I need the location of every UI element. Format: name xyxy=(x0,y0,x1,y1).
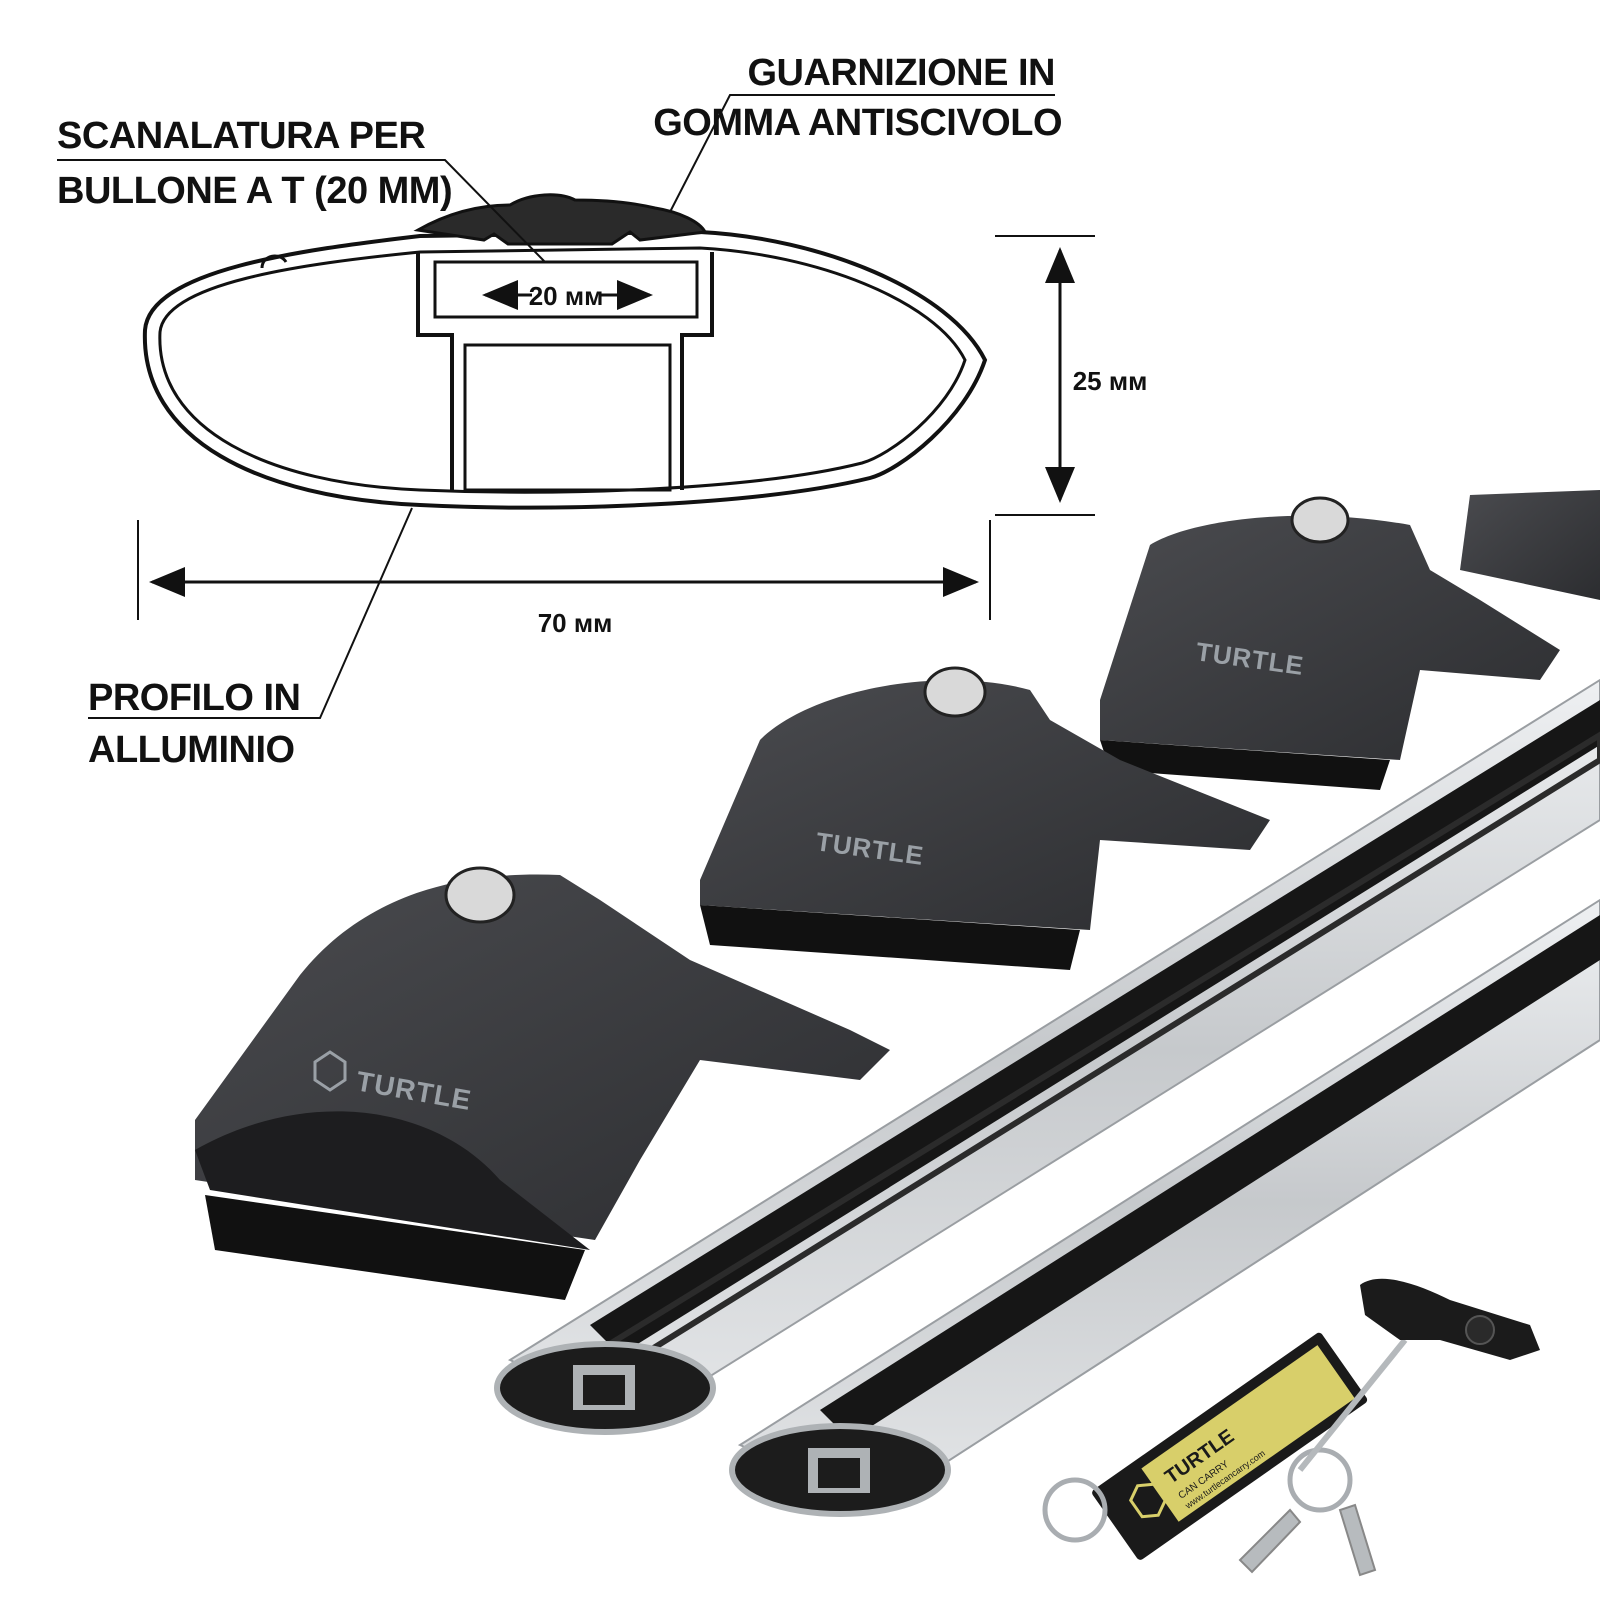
roof-foot-1: TURTLE xyxy=(195,866,890,1300)
callout-profile-line1: PROFILO IN xyxy=(88,677,300,719)
roof-foot-4 xyxy=(1460,490,1600,600)
profile-outer-outline xyxy=(142,229,988,510)
turtle-logo-icon xyxy=(313,1050,347,1092)
key-icon-1 xyxy=(1238,1508,1302,1574)
callout-gasket-line2: GOMMA ANTISCIVOLO xyxy=(653,102,1062,144)
key-tag: TURTLE CAN CARRY www.turtlecancarry.com xyxy=(1092,1332,1368,1560)
callout-gasket: GUARNIZIONE IN GOMMA ANTISCIVOLO xyxy=(653,52,1063,213)
dim-height-label: 25 мм xyxy=(1073,366,1148,396)
callout-t-slot-line1: SCANALATURA PER xyxy=(57,115,425,157)
aluminium-bar-1 xyxy=(494,678,1600,1435)
dim-slot-width: 20 мм xyxy=(482,280,653,311)
dim-height: 25 мм xyxy=(995,235,1148,516)
key-icon-2 xyxy=(1338,1503,1377,1577)
tag-logo-icon xyxy=(1128,1482,1167,1519)
dim-slot-width-label: 20 мм xyxy=(529,281,604,311)
callout-profile-line2: ALLUMINIO xyxy=(88,729,295,771)
callout-t-slot-line2: BULLONE A T (20 MM) xyxy=(57,170,452,212)
dim-width: 70 мм xyxy=(137,520,991,638)
wrench-tool xyxy=(1297,1278,1540,1472)
dim-width-label: 70 мм xyxy=(538,608,613,638)
callout-t-slot: SCANALATURA PER BULLONE A T (20 MM) xyxy=(57,115,546,263)
lock-icon-2 xyxy=(923,666,987,718)
t-slot-top-box xyxy=(433,260,699,319)
callout-profile: PROFILO IN ALLUMINIO xyxy=(88,507,413,771)
lock-icon-1 xyxy=(444,866,516,924)
profile-bump xyxy=(260,254,288,269)
roof-foot-2: TURTLE xyxy=(700,666,1270,970)
t-slot-channel xyxy=(416,252,714,490)
profile-center-chamber xyxy=(463,343,672,492)
profile-inner-outline xyxy=(158,246,967,494)
roof-foot-3: TURTLE xyxy=(1100,496,1560,790)
lock-icon-3 xyxy=(1290,496,1350,544)
aluminium-bar-2 xyxy=(729,898,1600,1517)
callout-gasket-line1: GUARNIZIONE IN xyxy=(747,52,1055,94)
rubber-gasket xyxy=(413,193,708,246)
profile-cross-section xyxy=(142,193,988,510)
